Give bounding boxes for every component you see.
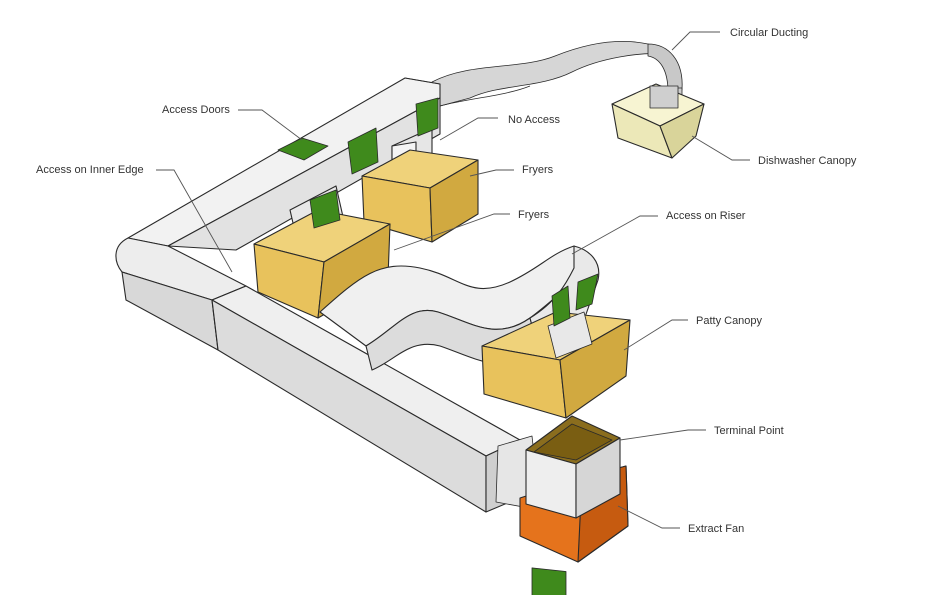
label-no-access: No Access — [508, 114, 560, 126]
access-door-riser-1 — [551, 285, 571, 327]
fan-access-door — [531, 567, 567, 595]
label-access-doors: Access Doors — [162, 104, 230, 116]
label-fryers-1: Fryers — [522, 164, 554, 176]
dishwasher-canopy — [611, 83, 705, 159]
access-door-side-1 — [347, 127, 379, 175]
label-access-on-riser: Access on Riser — [666, 210, 746, 222]
labels: Circular Ducting Access Doors No Access … — [36, 27, 857, 535]
label-patty-canopy: Patty Canopy — [696, 315, 763, 327]
dish-side — [659, 103, 705, 159]
terminal-point — [525, 415, 621, 519]
access-door-riser-2 — [575, 273, 599, 311]
label-access-inner-edge: Access on Inner Edge — [36, 164, 144, 176]
label-terminal-point: Terminal Point — [714, 425, 784, 437]
patty-canopy — [481, 311, 631, 419]
access-door-riser-fryer — [309, 189, 341, 229]
access-door-top-1 — [277, 137, 329, 161]
label-fryers-2: Fryers — [518, 209, 550, 221]
leader-lines — [156, 31, 750, 529]
access-doors — [277, 97, 599, 327]
label-extract-fan: Extract Fan — [688, 523, 744, 535]
label-dishwasher-canopy: Dishwasher Canopy — [758, 155, 857, 167]
fryer-canopy-front — [253, 209, 391, 319]
access-door-side-2 — [415, 97, 439, 137]
label-circular-ducting: Circular Ducting — [730, 27, 808, 39]
